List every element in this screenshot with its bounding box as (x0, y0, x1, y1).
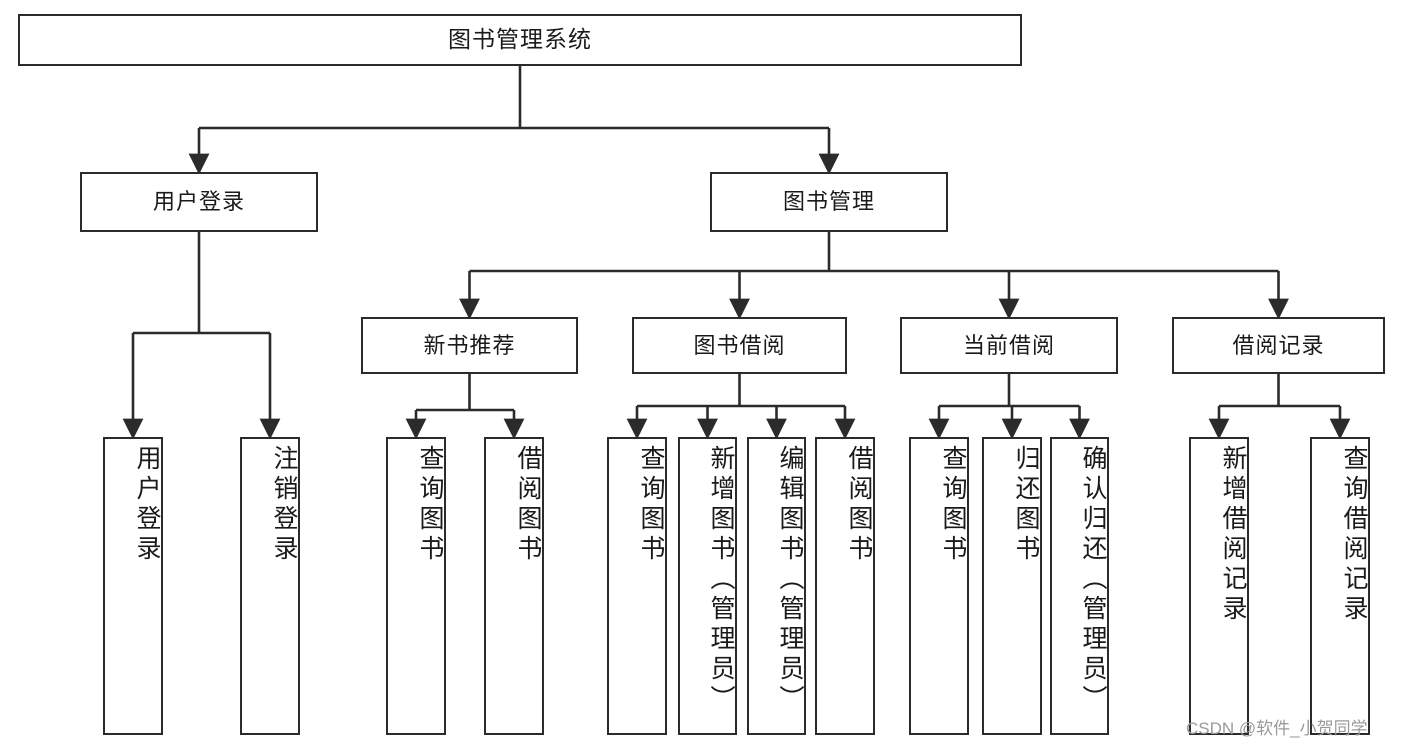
node-label-l-login: 用户登录 (133, 445, 161, 565)
node-label-bookmgmt: 图书管理 (782, 189, 875, 215)
node-label-b-lend: 借阅图书 (845, 445, 873, 565)
node-b-lend[interactable]: 借阅图书 (815, 437, 875, 735)
node-login[interactable]: 用户登录 (80, 172, 318, 232)
node-label-current: 当前借阅 (962, 332, 1055, 358)
node-l-login[interactable]: 用户登录 (103, 437, 163, 735)
node-n-query[interactable]: 查询图书 (386, 437, 446, 735)
node-r-add[interactable]: 新增借阅记录 (1189, 437, 1249, 735)
node-label-root: 图书管理系统 (448, 26, 592, 53)
node-n-borrow[interactable]: 借阅图书 (484, 437, 544, 735)
node-label-borrow: 图书借阅 (693, 332, 786, 358)
node-label-c-query: 查询图书 (939, 445, 967, 565)
node-label-login: 用户登录 (152, 189, 245, 215)
node-current[interactable]: 当前借阅 (900, 317, 1118, 374)
node-records[interactable]: 借阅记录 (1172, 317, 1385, 374)
node-newbook[interactable]: 新书推荐 (361, 317, 578, 374)
node-root[interactable]: 图书管理系统 (18, 14, 1022, 66)
node-label-c-return: 归还图书 (1012, 445, 1040, 565)
node-label-c-confirm: 确认归还（管理员） (1079, 445, 1107, 715)
node-label-records: 借阅记录 (1232, 332, 1325, 358)
node-label-r-query: 查询借阅记录 (1340, 445, 1368, 625)
csdn-watermark: CSDN @软件_小贺同学 (1186, 719, 1368, 738)
node-label-n-query: 查询图书 (416, 445, 444, 565)
node-b-edit[interactable]: 编辑图书（管理员） (747, 437, 806, 735)
node-label-r-add: 新增借阅记录 (1219, 445, 1247, 625)
node-bookmgmt[interactable]: 图书管理 (710, 172, 948, 232)
node-label-newbook: 新书推荐 (423, 332, 516, 358)
node-b-query[interactable]: 查询图书 (607, 437, 667, 735)
node-r-query[interactable]: 查询借阅记录 (1310, 437, 1370, 735)
node-label-b-edit: 编辑图书（管理员） (776, 445, 804, 715)
node-b-add[interactable]: 新增图书（管理员） (678, 437, 737, 735)
node-label-n-borrow: 借阅图书 (514, 445, 542, 565)
node-label-b-query: 查询图书 (637, 445, 665, 565)
node-c-confirm[interactable]: 确认归还（管理员） (1050, 437, 1109, 735)
node-c-return[interactable]: 归还图书 (982, 437, 1042, 735)
node-label-b-add: 新增图书（管理员） (707, 445, 735, 715)
node-label-l-logout: 注销登录 (270, 445, 298, 565)
node-borrow[interactable]: 图书借阅 (632, 317, 847, 374)
node-l-logout[interactable]: 注销登录 (240, 437, 300, 735)
node-c-query[interactable]: 查询图书 (909, 437, 969, 735)
